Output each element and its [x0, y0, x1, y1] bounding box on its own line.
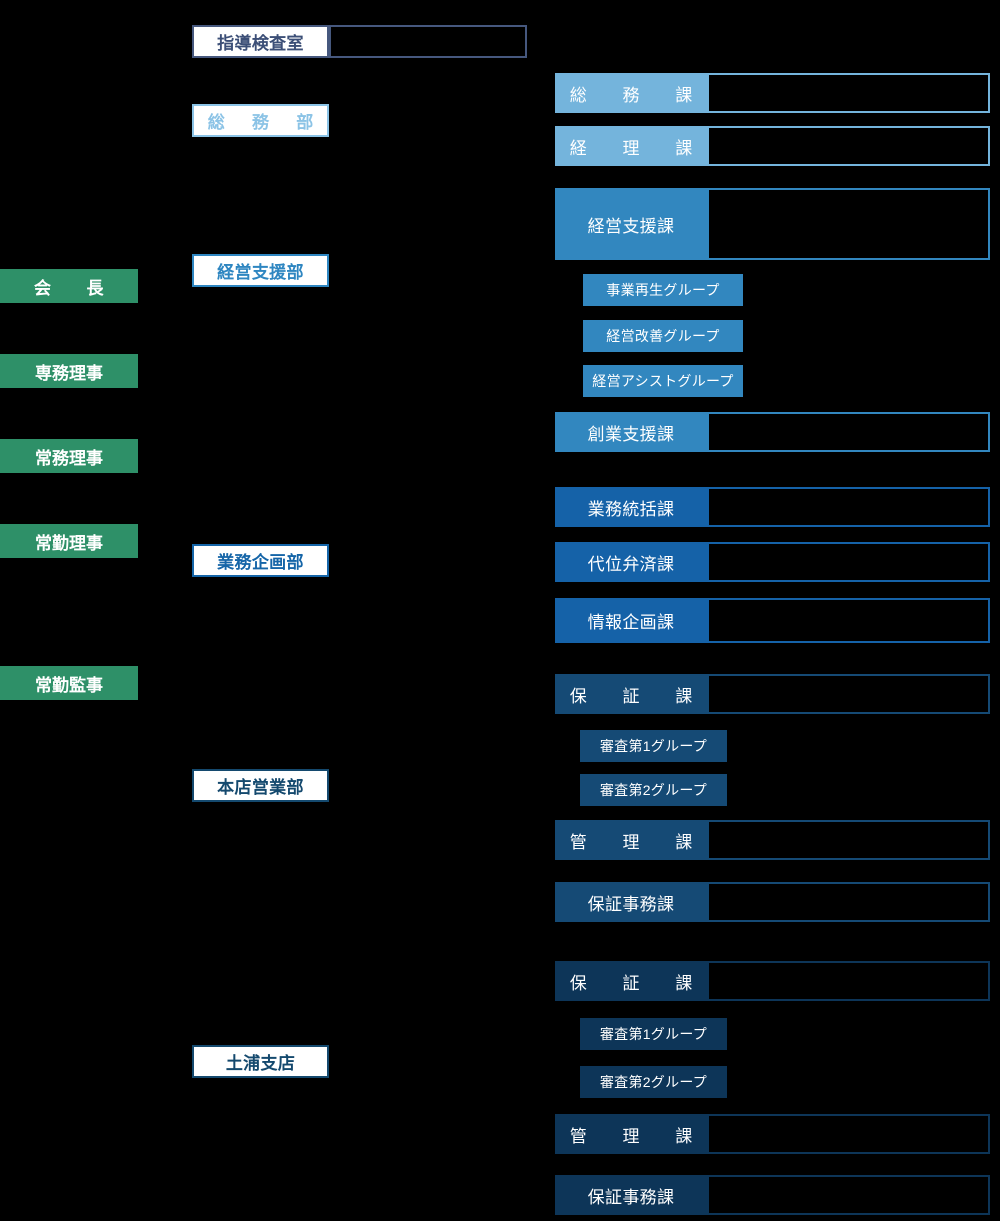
group-shinsa-2-honten[interactable]: 審査第2グループ: [580, 774, 727, 806]
executive-jomu-riji[interactable]: 常務理事: [0, 439, 138, 473]
section-joho-kikakuka-note: [707, 598, 990, 643]
section-sogyo-shienka[interactable]: 創業支援課: [555, 412, 707, 452]
section-keiei-shienka-note: [707, 188, 990, 260]
group-shinsa-1-honten[interactable]: 審査第1グループ: [580, 730, 727, 762]
group-jigyo-saisei[interactable]: 事業再生グループ: [583, 274, 743, 306]
section-hosho-jimuka-honten-note: [707, 882, 990, 922]
section-somuka-note: [707, 73, 990, 113]
department-gyomu-kikakubu[interactable]: 業務企画部: [192, 544, 329, 577]
group-keiei-kaizen[interactable]: 経営改善グループ: [583, 320, 743, 352]
department-shido-kensashitsu-note: [329, 25, 527, 58]
executive-jokin-riji[interactable]: 常勤理事: [0, 524, 138, 558]
section-hosho-ka-honten[interactable]: 保 証 課: [555, 674, 707, 714]
group-shinsa-2-tsuchiura[interactable]: 審査第2グループ: [580, 1066, 727, 1098]
group-shinsa-1-tsuchiura[interactable]: 審査第1グループ: [580, 1018, 727, 1050]
section-daii-bensaika-note: [707, 542, 990, 582]
group-keiei-assist[interactable]: 経営アシストグループ: [583, 365, 743, 397]
executive-senmu-riji[interactable]: 専務理事: [0, 354, 138, 388]
section-hosho-jimuka-tsuchiura[interactable]: 保証事務課: [555, 1175, 707, 1215]
department-shido-kensashitsu[interactable]: 指導検査室: [192, 25, 329, 58]
section-joho-kikakuka[interactable]: 情報企画課: [555, 598, 707, 643]
section-hosho-jimuka-honten[interactable]: 保証事務課: [555, 882, 707, 922]
section-gyomu-tokatsuka[interactable]: 業務統括課: [555, 487, 707, 527]
section-sogyo-shienka-note: [707, 412, 990, 452]
section-kanrika-honten[interactable]: 管 理 課: [555, 820, 707, 860]
section-kanrika-tsuchiura[interactable]: 管 理 課: [555, 1114, 707, 1154]
section-keirika-note: [707, 126, 990, 166]
section-gyomu-tokatsuka-note: [707, 487, 990, 527]
department-keiei-shienbu[interactable]: 経営支援部: [192, 254, 329, 287]
section-hosho-ka-honten-note: [707, 674, 990, 714]
section-hosho-ka-tsuchiura[interactable]: 保 証 課: [555, 961, 707, 1001]
executive-kaicho[interactable]: 会 長: [0, 269, 138, 303]
section-keiei-shienka[interactable]: 経営支援課: [555, 188, 707, 260]
section-somuka[interactable]: 総 務 課: [555, 73, 707, 113]
department-somubu[interactable]: 総 務 部: [192, 104, 329, 137]
department-tsuchiura-shiten[interactable]: 土浦支店: [192, 1045, 329, 1078]
section-hosho-jimuka-tsuchiura-note: [707, 1175, 990, 1215]
section-keirika[interactable]: 経 理 課: [555, 126, 707, 166]
section-kanrika-tsuchiura-note: [707, 1114, 990, 1154]
section-kanrika-honten-note: [707, 820, 990, 860]
section-daii-bensaika[interactable]: 代位弁済課: [555, 542, 707, 582]
department-honten-eigyobu[interactable]: 本店営業部: [192, 769, 329, 802]
section-hosho-ka-tsuchiura-note: [707, 961, 990, 1001]
executive-jokin-kanji[interactable]: 常勤監事: [0, 666, 138, 700]
